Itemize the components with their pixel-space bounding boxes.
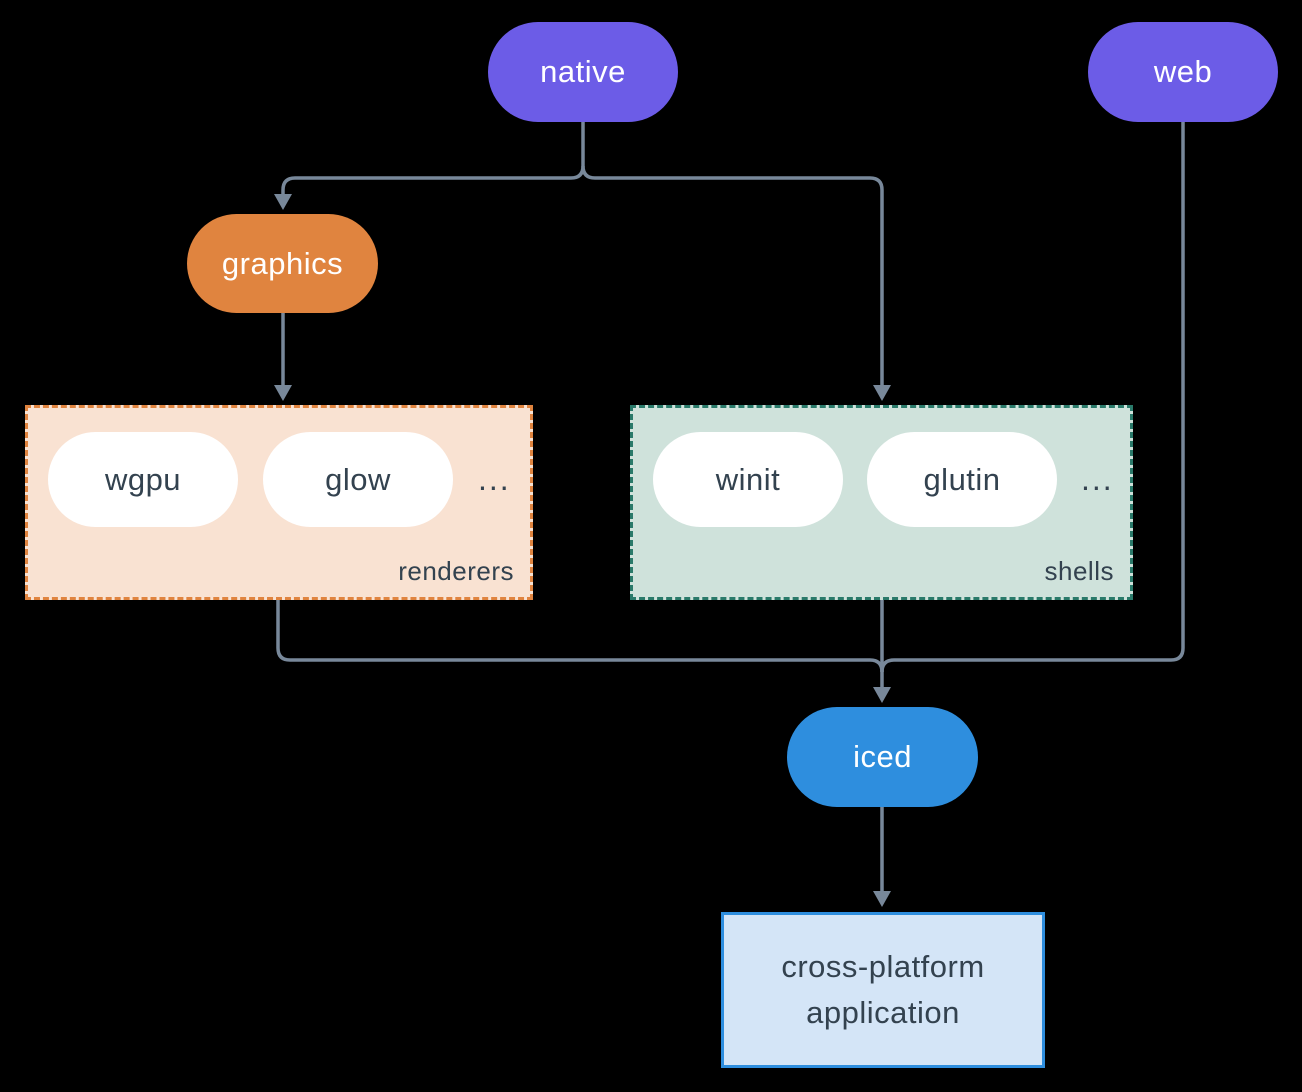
arrowhead-renderers: [274, 385, 292, 401]
shells-ellipsis: ...: [1081, 461, 1114, 497]
pill-glutin: glutin: [867, 432, 1057, 527]
node-graphics: graphics: [187, 214, 378, 313]
edge-native-graphics: [281, 165, 585, 194]
node-native: native: [488, 22, 678, 122]
node-iced: iced: [787, 707, 978, 807]
arrowhead-graphics: [274, 194, 292, 210]
pill-winit: winit: [653, 432, 843, 527]
edge-renderers-junction: [276, 600, 884, 673]
shells-label: shells: [1044, 556, 1114, 586]
app-label-line2: application: [806, 995, 960, 1030]
node-cross-platform-application: cross-platform application: [721, 912, 1045, 1068]
renderers-label: renderers: [398, 556, 514, 586]
node-web: web: [1088, 22, 1278, 122]
group-renderers: wgpu glow ... renderers: [25, 405, 533, 600]
edge-native-shells: [581, 165, 884, 386]
app-label-line1: cross-platform: [781, 948, 985, 984]
group-shells: winit glutin ... shells: [630, 405, 1133, 600]
renderers-ellipsis: ...: [478, 461, 511, 497]
pill-glow: glow: [263, 432, 453, 527]
arrowhead-iced: [873, 687, 891, 703]
arrowhead-app: [873, 891, 891, 907]
pill-wgpu: wgpu: [48, 432, 238, 527]
arrowhead-shells: [873, 385, 891, 401]
